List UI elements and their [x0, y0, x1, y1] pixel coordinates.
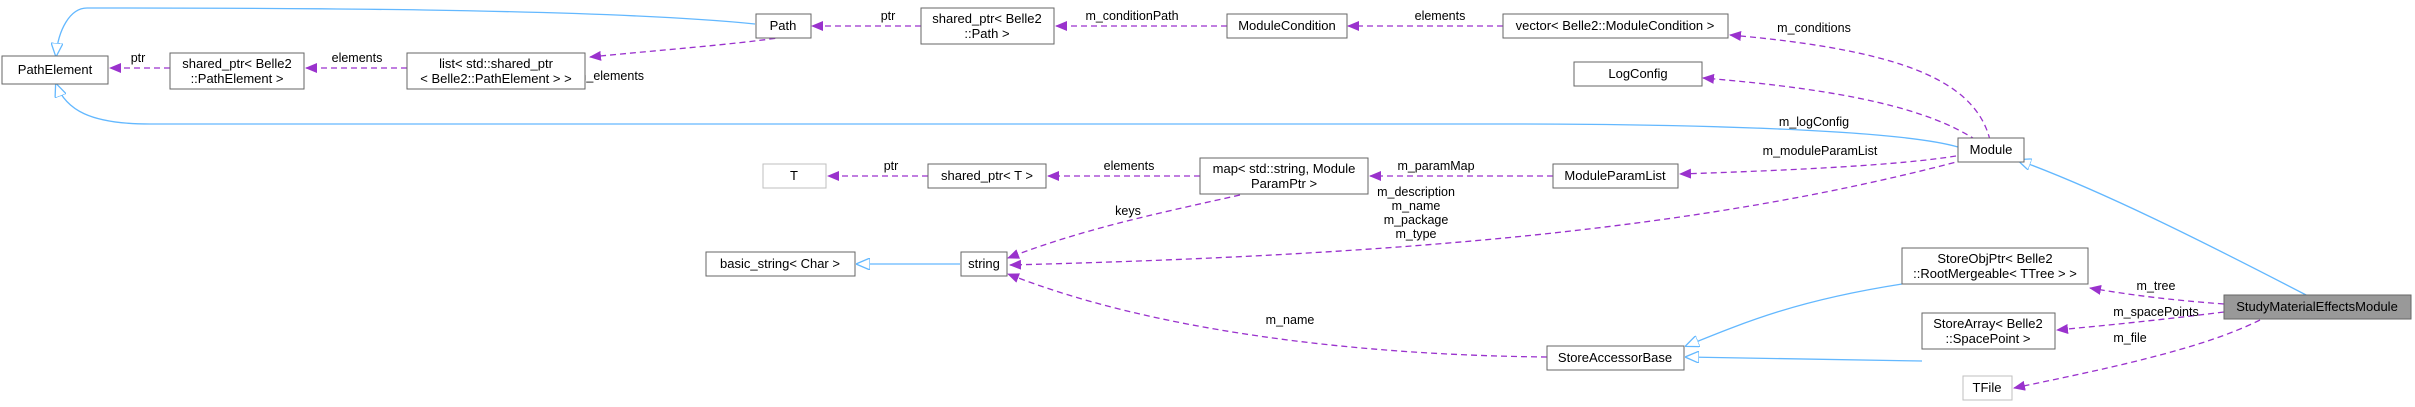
edge-m-space-points [2056, 311, 2225, 334]
edge-label-ptr-pathelement: ptr [131, 51, 146, 65]
edge-label-m-description: m_description [1377, 185, 1455, 199]
node-module-param-list[interactable]: ModuleParamList [1552, 163, 1679, 189]
node-label-path: Path [770, 18, 797, 33]
edge-label-m-elements: m_elements [576, 69, 644, 83]
node-label-basic-string: basic_string< Char > [720, 256, 840, 271]
node-label-string: string [968, 256, 1000, 271]
node-path[interactable]: Path [755, 13, 812, 39]
node-label-vector-module-condition: vector< Belle2::ModuleCondition > [1516, 18, 1715, 33]
node-shared-ptr-t[interactable]: shared_ptr< T > [927, 163, 1047, 189]
node-list-shared-ptr[interactable]: list< std::shared_ptr < Belle2::PathElem… [406, 52, 586, 90]
node-label-map-string-param-1: map< std::string, Module [1213, 161, 1356, 176]
node-store-array[interactable]: StoreArray< Belle2 ::SpacePoint > [1921, 312, 2056, 350]
edge-path-inherits-pathelement [56, 7, 756, 56]
edge-label-module-strings: m_description m_name m_package m_type [1377, 185, 1455, 241]
node-vector-module-condition[interactable]: vector< Belle2::ModuleCondition > [1502, 13, 1729, 39]
edge-label-m-condition-path: m_conditionPath [1085, 9, 1178, 23]
node-tfile[interactable]: TFile [1962, 375, 2013, 401]
edge-label-m-conditions: m_conditions [1777, 21, 1851, 35]
node-label-list-shared-ptr-1: list< std::shared_ptr [439, 56, 553, 71]
edge-keys [1007, 194, 1241, 259]
node-label-path-element: PathElement [18, 62, 93, 77]
node-basic-string[interactable]: basic_string< Char > [705, 251, 856, 277]
node-label-store-array-1: StoreArray< Belle2 [1933, 316, 2042, 331]
edge-module-strings [1009, 159, 1965, 270]
edge-m-module-param-list [1679, 155, 1957, 179]
node-path-element[interactable]: PathElement [1, 55, 109, 85]
node-shared-ptr-path[interactable]: shared_ptr< Belle2 ::Path > [920, 7, 1055, 45]
node-study-material-effects-module[interactable]: StudyMaterialEffectsModule [2223, 294, 2412, 320]
edge-label-m-file: m_file [2113, 331, 2146, 345]
node-label-shared-ptr-pathelement-1: shared_ptr< Belle2 [182, 56, 292, 71]
node-module[interactable]: Module [1957, 137, 2025, 163]
node-label-tfile: TFile [1973, 380, 2002, 395]
edge-m-name-store [1007, 273, 1548, 358]
edge-storeobjptr-inherits [1686, 283, 1903, 346]
node-store-accessor-base[interactable]: StoreAccessorBase [1546, 345, 1685, 371]
edge-m-file [2013, 319, 2261, 391]
edge-label-elements-map: elements [1104, 159, 1155, 173]
edge-label-keys: keys [1115, 204, 1141, 218]
edge-m-tree [2089, 284, 2225, 305]
node-label-store-obj-ptr-1: StoreObjPtr< Belle2 [1937, 251, 2052, 266]
node-shared-ptr-pathelement[interactable]: shared_ptr< Belle2 ::PathElement > [169, 52, 305, 90]
edge-label-m-package: m_package [1384, 213, 1449, 227]
edge-study-inherits-module [2018, 160, 2311, 298]
node-map-string-param[interactable]: map< std::string, Module ParamPtr > [1199, 157, 1369, 195]
edge-label-m-type: m_type [1396, 227, 1437, 241]
node-label-study-material-effects-module: StudyMaterialEffectsModule [2236, 299, 2398, 314]
edge-label-m-log-config: m_logConfig [1779, 115, 1849, 129]
edge-m-log-config [1702, 73, 1977, 141]
edge-storearray-inherits [1686, 357, 1923, 361]
node-label-store-obj-ptr-2: ::RootMergeable< TTree > > [1913, 266, 2077, 281]
node-string[interactable]: string [960, 251, 1008, 277]
node-label-shared-ptr-t: shared_ptr< T > [941, 168, 1033, 183]
node-log-config[interactable]: LogConfig [1573, 61, 1703, 87]
node-label-module-condition: ModuleCondition [1238, 18, 1336, 33]
node-label-shared-ptr-path-2: ::Path > [964, 26, 1009, 41]
node-label-module: Module [1970, 142, 2013, 157]
node-t[interactable]: T [762, 163, 827, 189]
edge-m-conditions [1729, 30, 1991, 141]
edge-label-ptr-path: ptr [881, 9, 896, 23]
edge-label-m-name-store: m_name [1266, 313, 1315, 327]
edge-module-inherits-pathelement [56, 84, 1959, 148]
node-module-condition[interactable]: ModuleCondition [1226, 13, 1348, 39]
edge-label-elements-list: elements [332, 51, 383, 65]
node-label-store-array-2: ::SpacePoint > [1946, 331, 2031, 346]
edge-label-elements-vector: elements [1415, 9, 1466, 23]
node-label-shared-ptr-pathelement-2: ::PathElement > [191, 71, 284, 86]
edge-label-ptr-t: ptr [884, 159, 899, 173]
node-label-log-config: LogConfig [1608, 66, 1667, 81]
edge-label-m-param-map: m_paramMap [1397, 159, 1474, 173]
edge-m-elements [589, 36, 786, 61]
node-store-obj-ptr[interactable]: StoreObjPtr< Belle2 ::RootMergeable< TTr… [1901, 247, 2089, 285]
node-label-list-shared-ptr-2: < Belle2::PathElement > > [420, 71, 571, 86]
edge-label-m-module-param-list: m_moduleParamList [1763, 144, 1878, 158]
node-label-t: T [790, 168, 798, 183]
edge-label-m-tree: m_tree [2137, 279, 2176, 293]
node-label-map-string-param-2: ParamPtr > [1251, 176, 1317, 191]
edge-label-m-space-points: m_spacePoints [2113, 305, 2198, 319]
node-label-module-param-list: ModuleParamList [1564, 168, 1666, 183]
edge-label-m-name-module: m_name [1392, 199, 1441, 213]
node-label-shared-ptr-path-1: shared_ptr< Belle2 [932, 11, 1042, 26]
node-label-store-accessor-base: StoreAccessorBase [1558, 350, 1672, 365]
